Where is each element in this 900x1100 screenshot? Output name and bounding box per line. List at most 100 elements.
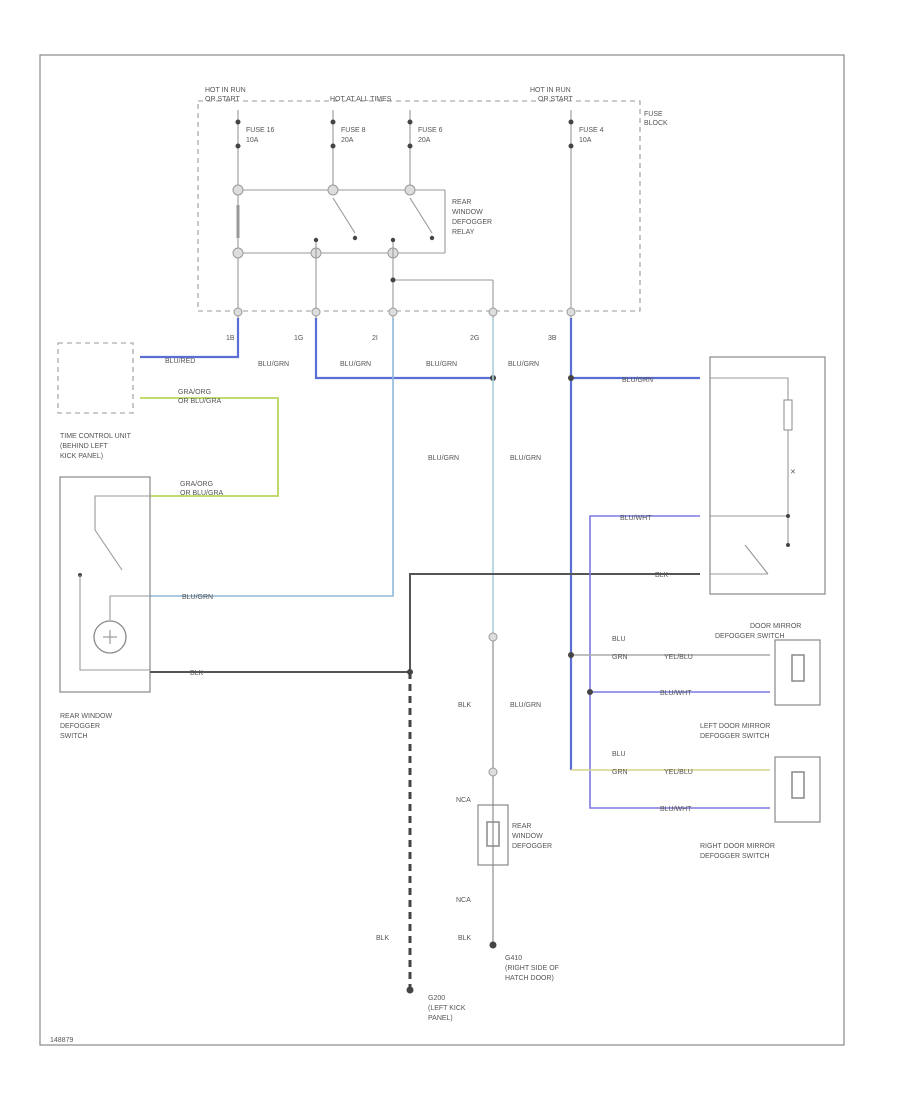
wire-label-or-blu-gra-2: OR BLU/GRA (180, 490, 224, 497)
g410-ground-icon (489, 941, 497, 949)
fuse-8-rating: 20A (341, 137, 354, 144)
fuse-block-label: FUSE (644, 111, 663, 118)
wire-gra-org (140, 397, 279, 497)
door-mirror-switch-box (709, 356, 826, 595)
hot-left-label-2: OR START (205, 96, 240, 103)
wire-label-blk-b: BLK (458, 935, 472, 942)
g410-label-3: HATCH DOOR) (505, 975, 554, 982)
left-door-label-2: DEFOGGER SWITCH (700, 733, 770, 740)
diagram-code: 148879 (50, 1037, 73, 1044)
relay-label-3: DEFOGGER (452, 219, 492, 226)
wire-label-gra-org-2: GRA/ORG (180, 481, 213, 488)
fuse-4-name: FUSE 4 (579, 127, 604, 134)
right-mirror-heater-icon (791, 771, 805, 799)
wire-label-blu-grn-e: BLU/GRN (622, 377, 653, 384)
wire-label-grn-a: GRN (612, 654, 628, 661)
wire-label-blu-grn-c: BLU/GRN (426, 361, 457, 368)
wire-label-yel-blu-a: YEL/BLU (664, 654, 693, 661)
unknown-device-box (57, 342, 134, 414)
terminal-nodes (233, 307, 576, 317)
door-switch-label-2: DEFOGGER SWITCH (715, 633, 785, 640)
left-door-mirror-box (774, 639, 821, 706)
wire-label-blu-wht-a: BLU/WHT (620, 515, 652, 522)
wire-label-gra-org-1: GRA/ORG (178, 389, 211, 396)
fuse-16-name: FUSE 16 (246, 127, 275, 134)
wire-label-blu-grn-g: BLU/GRN (428, 455, 459, 462)
g200-label-1: G200 (428, 995, 445, 1002)
switch-contact-icon (94, 529, 123, 571)
door-switch-label-1: DOOR MIRROR (750, 623, 801, 630)
wire-label-blu-grn-i: BLU/GRN (510, 702, 541, 709)
wire-label-blu-grn-h: BLU/GRN (510, 455, 541, 462)
wire-label-blu-a: BLU (612, 636, 626, 643)
rear-defogger-label-2: WINDOW (512, 833, 543, 840)
right-door-label-1: RIGHT DOOR MIRROR (700, 843, 775, 850)
indicator-lamp-icon (93, 620, 127, 654)
wire-label-grn-b: GRN (612, 769, 628, 776)
fuse-16-rating: 10A (246, 137, 259, 144)
rear-defogger-label-3: DEFOGGER (512, 843, 552, 850)
fuse-6-name: FUSE 6 (418, 127, 443, 134)
wire-label-blu-red: BLU/RED (165, 358, 195, 365)
fuse-6-rating: 20A (418, 137, 431, 144)
left-door-label-1: LEFT DOOR MIRROR (700, 723, 770, 730)
wire-blk-mirror (409, 573, 700, 672)
hot-left-label: HOT IN RUN (205, 87, 246, 94)
resistor-icon (783, 399, 793, 431)
tcu-label-1: TIME CONTROL UNIT (60, 433, 132, 440)
wire-label-blu-grn-b: BLU/GRN (340, 361, 371, 368)
wire-label-blk-d: BLK (655, 572, 669, 579)
fuse-lines (235, 110, 574, 320)
wire-blu-grn-2i (150, 318, 394, 597)
left-mirror-heater-icon (791, 654, 805, 682)
wire-label-blu-grn-f: BLU/GRN (182, 594, 213, 601)
hot-mid-label: HOT AT ALL TIMES (330, 96, 392, 103)
terminal-2g: 2G (470, 335, 479, 342)
fuse-block-box (197, 100, 641, 312)
relay-label-1: REAR (452, 199, 471, 206)
rear-switch-label-1: REAR WINDOW (60, 713, 113, 720)
diagram-frame (39, 54, 845, 1046)
wire-label-blk-a: BLK (458, 702, 472, 709)
rear-defogger-box (477, 804, 509, 866)
terminal-3b: 3B (548, 335, 557, 342)
terminal-1g: 1G (294, 335, 303, 342)
tcu-label-2: (BEHIND LEFT (60, 443, 109, 450)
diode-mark: ✕ (790, 469, 796, 476)
nca-label-bottom: NCA (456, 897, 471, 904)
wire-label-blu-wht-b: BLU/WHT (660, 690, 692, 697)
g410-label-2: (RIGHT SIDE OF (505, 965, 559, 972)
wire-label-yel-blu-b: YEL/BLU (664, 769, 693, 776)
tcu-inner-line (94, 495, 150, 530)
wire-blu-red (140, 318, 240, 359)
fuse-8-name: FUSE 8 (341, 127, 366, 134)
nca-label-top: NCA (456, 797, 471, 804)
rear-defogger-switch-box (59, 476, 151, 693)
relay-label-2: WINDOW (452, 209, 483, 216)
wire-blu-grn-1g (314, 318, 493, 380)
tcu-label-3: KICK PANEL) (60, 453, 103, 460)
g200-label-3: PANEL) (428, 1015, 453, 1022)
fuse-4-rating: 10A (579, 137, 592, 144)
wire-label-blk-c: BLK (190, 670, 204, 677)
rear-defogger-label-1: REAR (512, 823, 531, 830)
relay-label-4: RELAY (452, 229, 475, 236)
g410-label-1: G410 (505, 955, 522, 962)
terminal-1b: 1B (226, 335, 235, 342)
hot-right-label: HOT IN RUN (530, 87, 571, 94)
wire-label-blu-grn-d: BLU/GRN (508, 361, 539, 368)
fuse-block-label-2: BLOCK (644, 120, 668, 127)
terminal-2i: 2I (372, 335, 378, 342)
wire-label-blk-e: BLK (376, 935, 390, 942)
wire-label-or-blu-gra-1: OR BLU/GRA (178, 398, 222, 405)
defogger-element-icon (486, 821, 500, 847)
relay-box (232, 184, 494, 320)
wire-label-blu-wht-c: BLU/WHT (660, 806, 692, 813)
mirror-switch-contact-icon (744, 544, 769, 575)
right-door-label-2: DEFOGGER SWITCH (700, 853, 770, 860)
wire-label-blu-b: BLU (612, 751, 626, 758)
wire-label-blu-grn-a: BLU/GRN (258, 361, 289, 368)
wire-blu-wht (589, 515, 770, 809)
hot-right-label-2: OR START (538, 96, 573, 103)
